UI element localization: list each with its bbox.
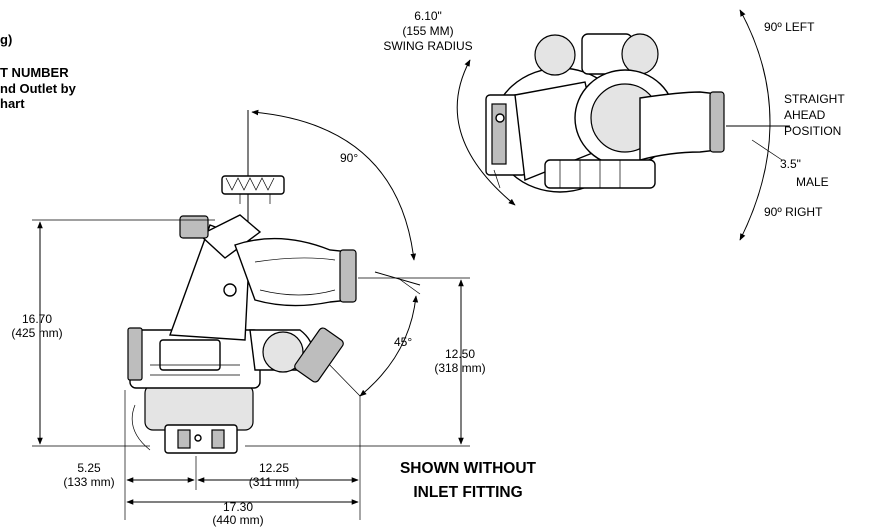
- label-male: MALE: [796, 175, 829, 189]
- label-90-right: 90º RIGHT: [764, 205, 823, 219]
- label-straight: STRAIGHT: [784, 92, 845, 106]
- caption-line-1: SHOWN WITHOUT: [400, 460, 537, 477]
- width-left-mm: (133 mm): [63, 475, 114, 489]
- height-total-mm: (425 mm): [11, 326, 62, 340]
- top-view: 6.10" (155 MM) SWING RADIUS: [383, 9, 845, 241]
- note-line-4: hart: [0, 96, 25, 111]
- swing-radius-arc: [456, 59, 516, 206]
- swing-left-right-arc: [739, 9, 771, 241]
- width-right-mm: (311 mm): [249, 475, 299, 489]
- width-total-value: 17.30: [223, 500, 253, 514]
- elevation-arc-90: [251, 109, 417, 261]
- height-outlet-mm: (318 mm): [434, 361, 485, 375]
- raised-nozzle-outline: [221, 175, 285, 204]
- depression-arc-45: [359, 295, 419, 397]
- caption-line-2: INLET FITTING: [413, 484, 522, 501]
- height-outlet-value: 12.50: [445, 347, 475, 361]
- monitor-top-illustration: [485, 33, 725, 193]
- side-view: 90° 45°: [11, 109, 537, 527]
- note-line-1: g): [0, 32, 12, 47]
- swing-radius-label: SWING RADIUS: [383, 39, 472, 53]
- monitor-side-illustration: [127, 214, 357, 454]
- angle-90-label: 90°: [340, 151, 358, 165]
- swing-radius-value: 6.10": [414, 9, 442, 23]
- male-leader: [751, 139, 783, 161]
- width-right-value: 12.25: [259, 461, 289, 475]
- note-line-2: T NUMBER: [0, 65, 69, 80]
- left-notes: g) T NUMBER nd Outlet by hart: [0, 32, 77, 111]
- angle-45-label: 45°: [394, 335, 412, 349]
- height-total-value: 16.70: [22, 312, 52, 326]
- width-total-mm: (440 mm): [212, 513, 263, 527]
- swing-radius-mm: (155 MM): [402, 24, 453, 38]
- label-position: POSITION: [784, 124, 841, 138]
- label-90-left: 90º LEFT: [764, 20, 815, 34]
- note-line-3: nd Outlet by: [0, 81, 77, 96]
- label-ahead: AHEAD: [784, 108, 826, 122]
- label-male-size: 3.5": [780, 157, 801, 171]
- horizontal-reference-line: [374, 271, 421, 286]
- width-left-value: 5.25: [77, 461, 101, 475]
